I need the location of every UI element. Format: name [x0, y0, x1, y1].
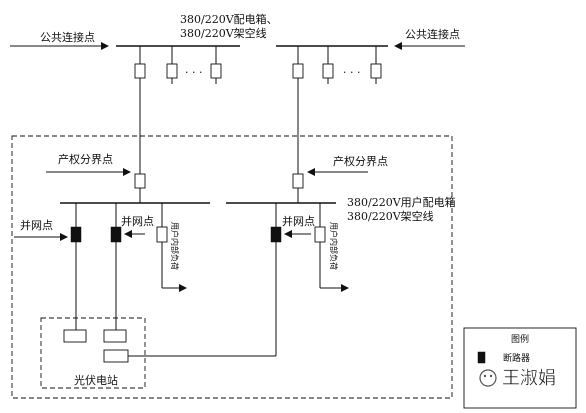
pv-inverter-box: [103, 349, 129, 363]
legend-box: [463, 327, 577, 409]
property-boundary-box: [134, 173, 146, 189]
load-box: [314, 226, 326, 243]
pv-inverter-box: [103, 329, 127, 343]
property-boundary-right-label: 产权分界点: [333, 154, 388, 168]
user-box-label-line2: 380/220V架空线: [347, 209, 434, 223]
wechat-icon: [479, 369, 497, 387]
grid-point-label-1: 并网点: [20, 218, 53, 232]
property-boundary-left-label: 产权分界点: [58, 152, 113, 166]
pv-inverter-box: [63, 329, 87, 343]
legend-title: 图例: [511, 333, 529, 345]
fuse-box: [134, 63, 146, 79]
user-box-label-line1: 380/220V用户配电箱: [347, 195, 456, 209]
load-box: [156, 226, 168, 243]
common-point-left-label: 公共连接点: [40, 31, 95, 44]
load-right-label: 用户内部负荷: [329, 222, 339, 270]
common-point-right-label: 公共连接点: [405, 28, 460, 41]
fuse-box: [370, 63, 382, 79]
watermark-text: 王淑娟: [502, 368, 556, 389]
top-box-label-line1: 380/220V配电箱、: [180, 12, 278, 26]
user-boundary: [11, 135, 453, 399]
breaker: [70, 226, 82, 243]
breaker: [110, 226, 122, 243]
ellipsis-right: · · ·: [343, 66, 360, 79]
legend-breaker-label: 断路器: [503, 352, 530, 364]
grid-point-label-2: 并网点: [121, 214, 154, 228]
fuse-box: [210, 63, 222, 79]
fuse-box: [292, 63, 304, 79]
grid-point-label-3: 并网点: [282, 214, 315, 228]
property-boundary-box: [292, 173, 304, 189]
breaker: [270, 226, 282, 243]
pv-station-boundary: [40, 317, 146, 389]
top-box-label-line2: 380/220V架空线: [180, 26, 267, 40]
load-left-label: 用户内部负荷: [170, 222, 180, 270]
ellipsis-left: · · ·: [185, 66, 202, 79]
legend-breaker-symbol: [477, 351, 486, 364]
watermark: 王淑娟: [479, 368, 556, 389]
fuse-box: [322, 63, 334, 79]
fuse-box: [166, 63, 178, 79]
pv-station-label: 光伏电站: [74, 373, 118, 387]
